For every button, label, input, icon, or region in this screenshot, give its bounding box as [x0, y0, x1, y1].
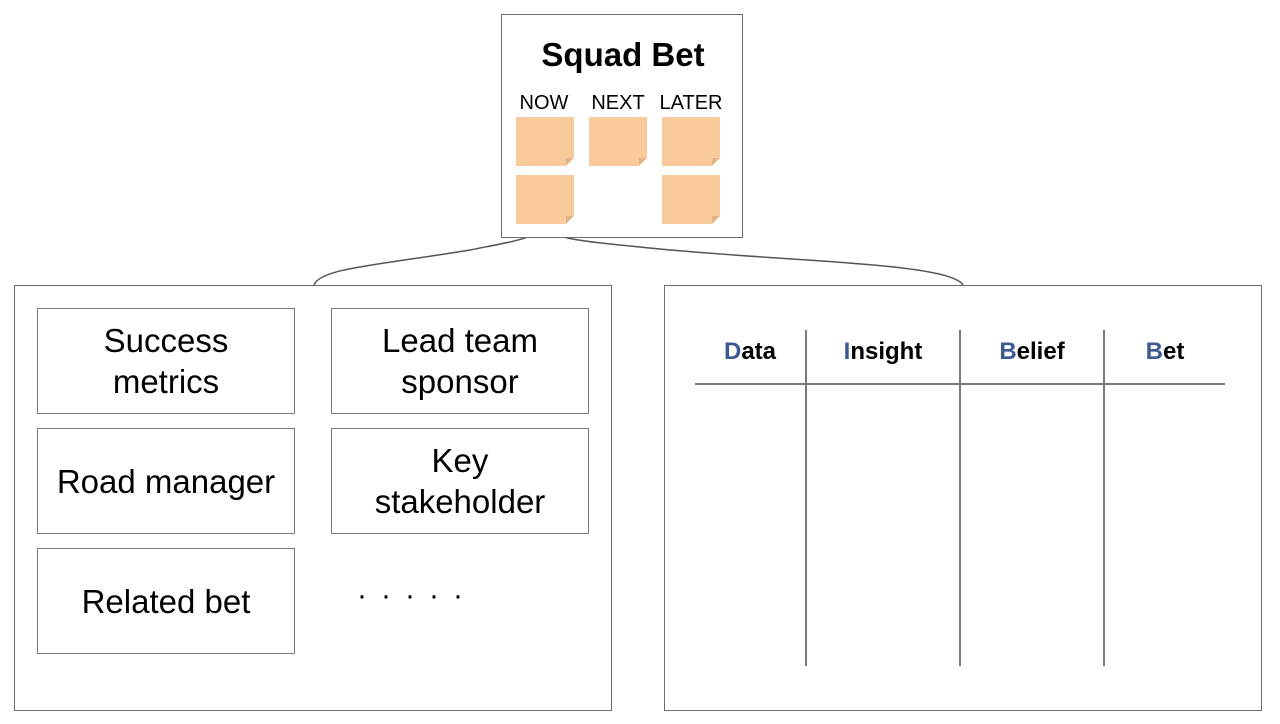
attribute-label-line1: Key	[431, 442, 489, 479]
bet-attributes-panel: Success metrics Lead team sponsor Road man…	[14, 285, 612, 711]
sticky-note-now-1[interactable]	[516, 117, 574, 166]
attribute-label-line1: Related bet	[81, 582, 251, 620]
column-divider-1	[805, 330, 807, 666]
column-divider-3	[1103, 330, 1105, 666]
attribute-related-bet[interactable]: Related bet	[37, 548, 295, 654]
header-data: Data	[723, 338, 777, 365]
column-label-next: NEXT	[591, 92, 645, 114]
attribute-label-line2: metrics	[112, 363, 220, 400]
attribute-label-line1: Lead team	[382, 322, 538, 359]
attribute-lead-team-sponsor[interactable]: Lead team sponsor	[331, 308, 589, 414]
column-divider-2	[959, 330, 961, 666]
attribute-label-line2: sponsor	[401, 363, 519, 400]
card-title: Squad Bet	[541, 36, 705, 73]
attribute-label-line1: Road manager	[56, 462, 276, 500]
squad-bet-card: Squad Bet NOW NEXT LATER	[501, 14, 743, 238]
sticky-note-next-1[interactable]	[589, 117, 647, 166]
more-items-ellipsis: ·····	[357, 579, 477, 612]
header-insight: Insight	[843, 338, 923, 365]
header-belief: Belief	[999, 338, 1065, 365]
column-label-now: NOW	[519, 92, 569, 114]
sticky-note-later-2[interactable]	[662, 175, 720, 224]
attribute-success-metrics[interactable]: Success metrics	[37, 308, 295, 414]
dibb-framework-panel: Data Insight Belief Bet	[664, 285, 1262, 711]
header-bet: Bet	[1145, 338, 1185, 365]
attribute-label-line1: Success	[103, 322, 229, 359]
attribute-key-stakeholder[interactable]: Key stakeholder	[331, 428, 589, 534]
attribute-road-manager[interactable]: Road manager	[37, 428, 295, 534]
sticky-note-now-2[interactable]	[516, 175, 574, 224]
sticky-note-later-1[interactable]	[662, 117, 720, 166]
column-label-later: LATER	[659, 92, 723, 114]
attribute-label-line2: stakeholder	[374, 483, 546, 520]
